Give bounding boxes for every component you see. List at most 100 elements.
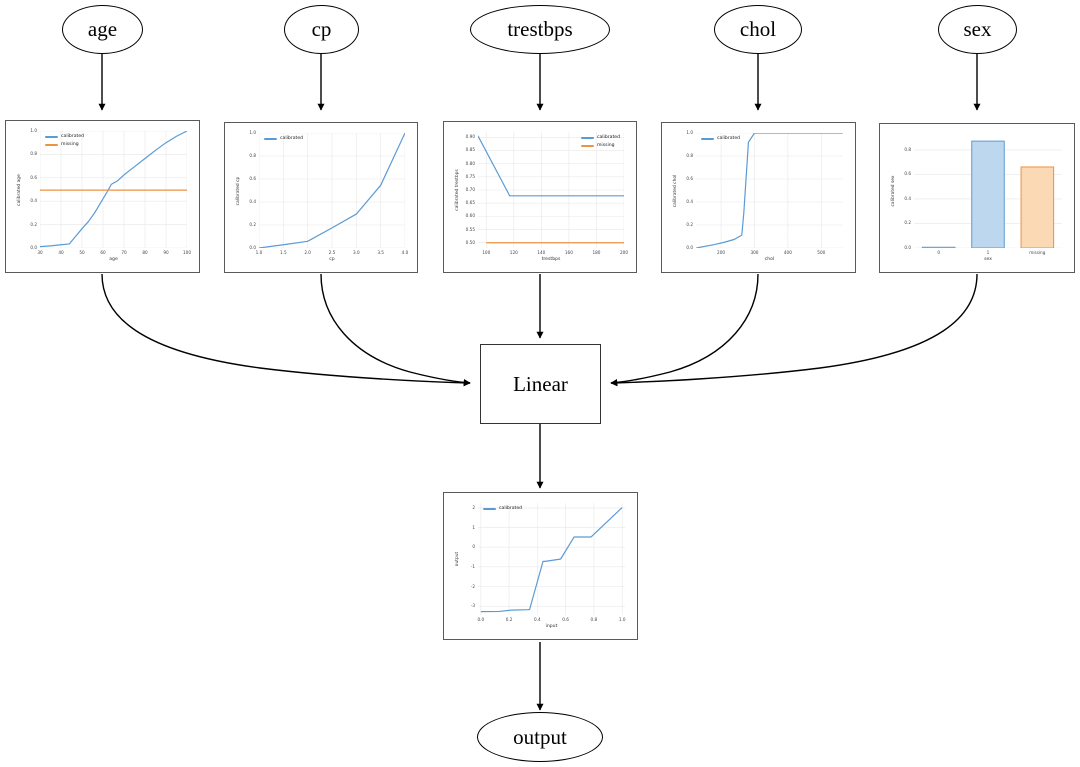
ytick-age-0.8: 0.8 [30, 151, 37, 157]
ytick-cp-0: 0.0 [249, 245, 256, 250]
plot-canvas-output [478, 503, 625, 615]
xtick-output-0: 0.0 [477, 617, 485, 622]
plot-canvas-age [40, 131, 187, 248]
ytick-trestbps-0.5: 0.50 [465, 239, 475, 245]
xtick-age-40: 40 [58, 250, 64, 255]
node-linear[interactable]: Linear [480, 344, 601, 424]
ytick-chol-0.8: 0.8 [686, 153, 693, 158]
ytick-age-0.6: 0.6 [30, 174, 37, 180]
xtick-age-100: 100 [183, 250, 191, 255]
xtick-output-0.4: 0.4 [534, 617, 541, 622]
node-age[interactable]: age [62, 5, 143, 54]
xtick-cp-1: 1.0 [255, 250, 263, 255]
node-cp[interactable]: cp [284, 5, 359, 54]
xtick-cp-4: 4.0 [401, 250, 409, 255]
legend-label-calibrated: calibrated [280, 136, 304, 141]
node-sex[interactable]: sex [938, 5, 1017, 54]
legend-swatch-calibrated [264, 138, 277, 140]
bar-missing [1020, 166, 1055, 248]
xtick-sex-1: 1 [986, 250, 990, 255]
bar-1 [971, 140, 1005, 248]
xtick-chol-200: 200 [717, 250, 726, 255]
ytick-cp-0.4: 0.4 [249, 199, 256, 204]
ylabel-trestbps: calibrated trestbps [455, 169, 460, 211]
xlabel-trestbps: trestbps [541, 257, 561, 262]
ylabel-chol: calibrated chol [673, 174, 678, 207]
ytick-cp-0.6: 0.6 [249, 176, 256, 181]
node-output[interactable]: output [477, 712, 603, 762]
legend-item-calibrated: calibrated [701, 136, 740, 142]
xtick-trestbps-180: 180 [592, 250, 601, 255]
ytick-sex-0.2: 0.2 [904, 220, 911, 226]
plot-canvas-cp [259, 133, 405, 248]
ytick-output--1: -1 [470, 563, 475, 569]
ytick-trestbps-0.85: 0.85 [465, 147, 475, 153]
ylabel-output: output [455, 551, 460, 567]
xtick-output-1: 1.0 [618, 617, 626, 622]
xtick-chol-400: 400 [783, 250, 792, 255]
xlabel-age: age [109, 257, 118, 262]
xtick-age-60: 60 [100, 250, 106, 255]
xtick-trestbps-120: 120 [509, 250, 518, 255]
legend-item-missing: missing [580, 143, 620, 149]
xlabel-output: input [545, 624, 558, 629]
ytick-trestbps-0.6: 0.60 [465, 213, 475, 219]
plot-area-age [40, 131, 187, 248]
xtick-cp-3.5: 3.5 [377, 250, 384, 255]
ytick-trestbps-0.7: 0.70 [465, 187, 475, 192]
legend-cp: calibrated [264, 136, 303, 144]
ytick-output-1: 1 [472, 524, 475, 530]
legend-swatch-calibrated [483, 508, 496, 510]
ytick-output--2: -2 [470, 583, 475, 589]
legend-label-missing: missing [61, 142, 79, 147]
node-chol[interactable]: chol [714, 5, 802, 54]
series-calibrated [478, 135, 624, 197]
xtick-cp-2.5: 2.5 [328, 250, 336, 255]
edge-age-chart-to-linear [101, 273, 471, 387]
node-output-label: output [513, 724, 567, 749]
xtick-trestbps-140: 140 [537, 250, 546, 255]
plot-canvas-trestbps [478, 132, 624, 248]
ytick-trestbps-0.55: 0.55 [465, 226, 475, 232]
legend-swatch-missing [580, 145, 594, 147]
legend-output: calibrated [483, 506, 522, 514]
legend-label-calibrated: calibrated [717, 136, 741, 141]
ylabel-sex: calibrated sex [891, 175, 896, 207]
xtick-age-80: 80 [142, 250, 148, 255]
ytick-cp-0.2: 0.2 [249, 222, 256, 227]
ytick-trestbps-0.8: 0.80 [465, 160, 475, 166]
xlabel-cp: cp [329, 257, 335, 262]
ytick-sex-0.4: 0.4 [904, 195, 911, 201]
xtick-chol-500: 500 [817, 250, 826, 255]
ytick-sex-0.6: 0.6 [904, 171, 911, 177]
node-chol-label: chol [739, 17, 777, 41]
xtick-age-90: 90 [163, 250, 169, 255]
plot-area-output [478, 503, 625, 615]
ytick-chol-0.2: 0.2 [686, 222, 693, 227]
series-calibrated [259, 133, 405, 248]
edge-chol-chart-to-linear [610, 273, 759, 386]
xtick-trestbps-100: 100 [482, 250, 491, 255]
ytick-cp-1: 1.0 [249, 130, 256, 135]
ytick-cp-0.8: 0.8 [249, 153, 256, 158]
node-trestbps[interactable]: trestbps [470, 5, 610, 54]
ytick-age-0: 0.0 [30, 245, 37, 250]
ylabel-age: calibrated age [17, 173, 22, 206]
node-sex-label: sex [963, 17, 992, 41]
ytick-age-1: 1.0 [30, 128, 37, 133]
ytick-sex-0.8: 0.8 [904, 146, 911, 152]
legend-swatch-calibrated [580, 137, 594, 139]
legend-label-missing: missing [596, 143, 615, 148]
